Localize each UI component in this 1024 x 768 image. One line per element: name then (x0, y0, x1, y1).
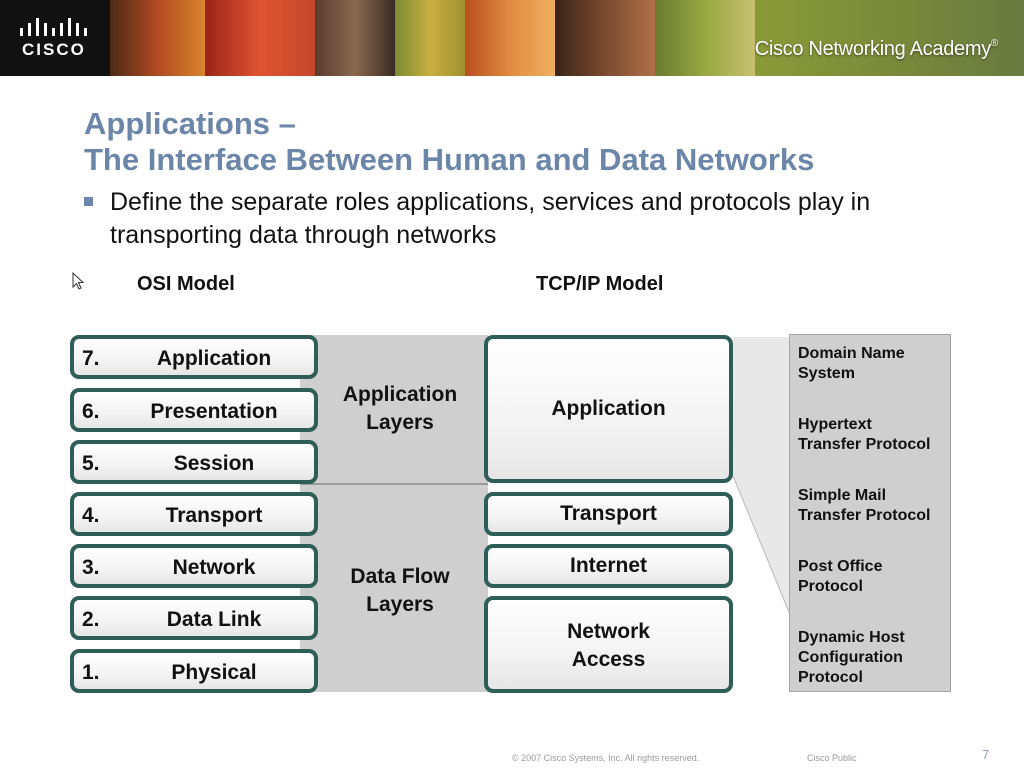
header-banner: CISCO Cisco Networking Academy® (0, 0, 1024, 76)
osi-layer-session: 5. Session (70, 440, 318, 484)
tcpip-layer-transport: Transport (484, 492, 733, 536)
tcpip-layer-network-access: Network Access (484, 596, 733, 693)
protocol-line: Protocol (798, 669, 863, 686)
layer-name: Transport (560, 502, 657, 525)
layer-number: 2. (82, 608, 100, 631)
slide-title: Applications – The Interface Between Hum… (84, 106, 814, 178)
osi-layer-application: 7. Application (70, 335, 318, 379)
protocol-line: Transfer Protocol (798, 507, 931, 524)
osi-layer-physical: 1. Physical (70, 649, 318, 693)
layer-name: Transport (165, 504, 263, 527)
cisco-logo: CISCO (0, 0, 110, 76)
osi-model-heading: OSI Model (137, 273, 235, 295)
protocol-smtp: Simple Mail Transfer Protocol (798, 486, 948, 526)
protocol-http: Hypertext Transfer Protocol (798, 415, 948, 455)
layer-number: 1. (82, 661, 100, 684)
academy-wordmark: Cisco Networking Academy® (754, 38, 999, 61)
layer-name: Network (172, 556, 256, 579)
protocol-line: Configuration (798, 649, 903, 666)
protocol-dhcp: Dynamic Host Configuration Protocol (798, 628, 948, 688)
layer-name: Access (571, 648, 646, 671)
protocol-line: System (798, 365, 855, 382)
application-protocols-panel: Domain Name System Hypertext Transfer Pr… (789, 334, 951, 692)
banner-photo (655, 0, 755, 76)
logo-wordmark: CISCO (22, 40, 86, 59)
banner-photo (465, 0, 555, 76)
protocol-line: Protocol (798, 578, 863, 595)
title-line-1: Applications – (84, 106, 296, 141)
layer-number: 5. (82, 452, 100, 475)
layer-number: 7. (82, 347, 100, 370)
title-line-2: The Interface Between Human and Data Net… (84, 142, 815, 177)
group-label-line: Data Flow (350, 565, 450, 588)
tcpip-layer-application: Application (484, 335, 733, 483)
layer-name: Session (173, 452, 255, 475)
protocol-dns: Domain Name System (798, 344, 948, 384)
layer-number: 6. (82, 400, 100, 423)
banner-photo (395, 0, 465, 76)
banner-photo (315, 0, 395, 76)
osi-layer-data-link: 2. Data Link (70, 596, 318, 640)
group-label-line: Layers (366, 411, 434, 434)
banner-photo (205, 0, 315, 76)
application-layers-band (300, 335, 488, 485)
layer-number: 4. (82, 504, 100, 527)
protocol-line: Dynamic Host (798, 629, 905, 646)
application-layers-label: Application Layers (306, 381, 494, 437)
layer-name: Data Link (166, 608, 262, 631)
layer-name: Physical (171, 661, 257, 684)
protocol-line: Post Office (798, 558, 883, 575)
mouse-pointer-icon (72, 272, 84, 290)
osi-layer-transport: 4. Transport (70, 492, 318, 536)
protocol-line: Simple Mail (798, 487, 887, 504)
bullet-text: Define the separate roles applications, … (110, 188, 871, 249)
data-flow-layers-band (300, 485, 488, 692)
page-number: 7 (982, 747, 990, 762)
protocol-line: Transfer Protocol (798, 436, 931, 453)
academy-name: Cisco Networking Academy (754, 38, 992, 60)
protocol-pop: Post Office Protocol (798, 557, 948, 597)
data-flow-layers-label: Data Flow Layers (306, 563, 494, 619)
layer-name: Application (551, 397, 666, 420)
layer-name: Presentation (150, 400, 278, 423)
banner-photo (110, 0, 205, 76)
osi-layer-presentation: 6. Presentation (70, 388, 318, 432)
protocol-line: Hypertext (798, 416, 872, 433)
footer-copyright: © 2007 Cisco Systems, Inc. All rights re… (512, 753, 700, 763)
registered-mark: ® (990, 38, 998, 49)
osi-layer-network: 3. Network (70, 544, 318, 588)
banner-photo (755, 0, 1024, 76)
bullet-square-icon (84, 197, 93, 206)
banner-photo-strip (110, 0, 1024, 76)
layer-name: Internet (569, 554, 647, 577)
group-label-line: Application (342, 383, 458, 406)
banner-photo (555, 0, 655, 76)
cisco-bridge-icon (20, 18, 87, 36)
tcpip-model-heading: TCP/IP Model (536, 273, 664, 295)
layer-name: Network (567, 620, 650, 643)
group-label-line: Layers (366, 593, 434, 616)
protocol-line: Domain Name (798, 345, 905, 362)
layer-name: Application (156, 347, 272, 370)
tcpip-layer-internet: Internet (484, 544, 733, 588)
layer-number: 3. (82, 556, 100, 579)
footer-classification: Cisco Public (807, 753, 857, 763)
